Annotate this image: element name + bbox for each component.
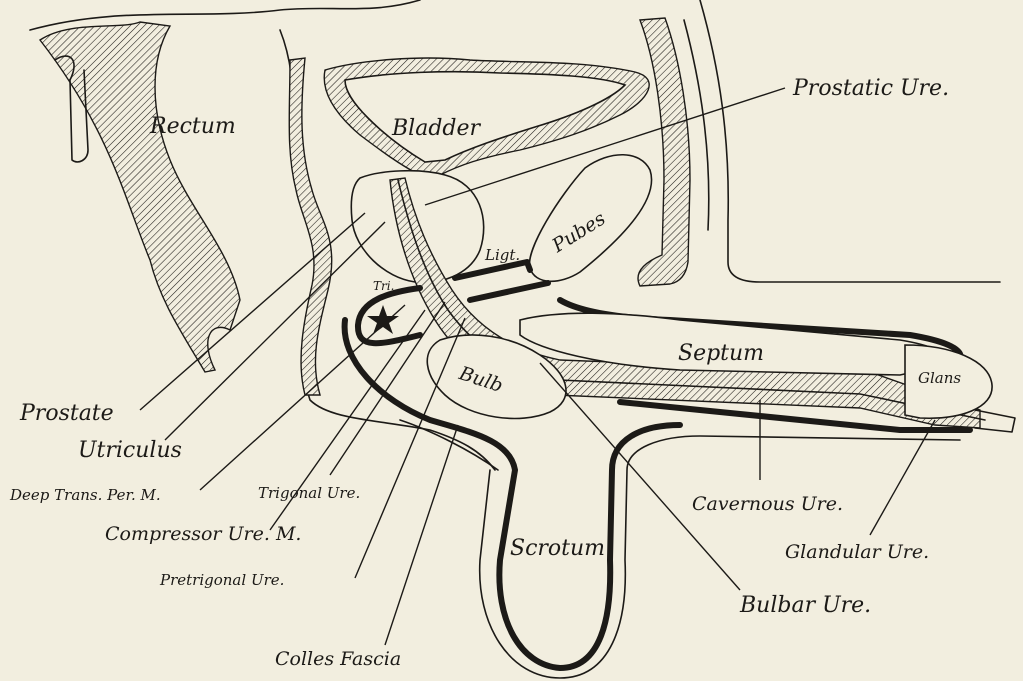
label-pretrigonal: Pretrigonal Ure. [159,571,284,589]
label-septum: Septum [678,341,764,366]
label-bladder: Bladder [391,116,482,141]
deep-pouch [358,288,420,343]
label-trigonal: Trigonal Ure. [258,484,360,502]
label-glans: Glans [918,369,961,387]
label-prostatic-ure: Prostatic Ure. [792,76,949,101]
label-deep-trans: Deep Trans. Per. M. [9,486,161,504]
label-utriculus: Utriculus [78,438,182,463]
label-rectum: Rectum [149,114,236,139]
label-colles: Colles Fascia [275,648,401,670]
rectum-wall [40,22,240,372]
star-marker [367,305,399,334]
leader-glandular [870,420,935,535]
label-glandular: Glandular Ure. [785,541,929,563]
label-bulbar: Bulbar Ure. [739,593,871,618]
leader-pretrigonal [355,318,465,578]
label-scrotum: Scrotum [510,536,605,561]
label-ligt: Ligt. [484,246,520,264]
label-prostate: Prostate [19,401,114,426]
label-tri: Tri. [373,279,394,293]
label-compressor: Compressor Ure. M. [105,523,301,545]
leader-colles [385,425,458,645]
label-cavernous: Cavernous Ure. [692,493,843,515]
